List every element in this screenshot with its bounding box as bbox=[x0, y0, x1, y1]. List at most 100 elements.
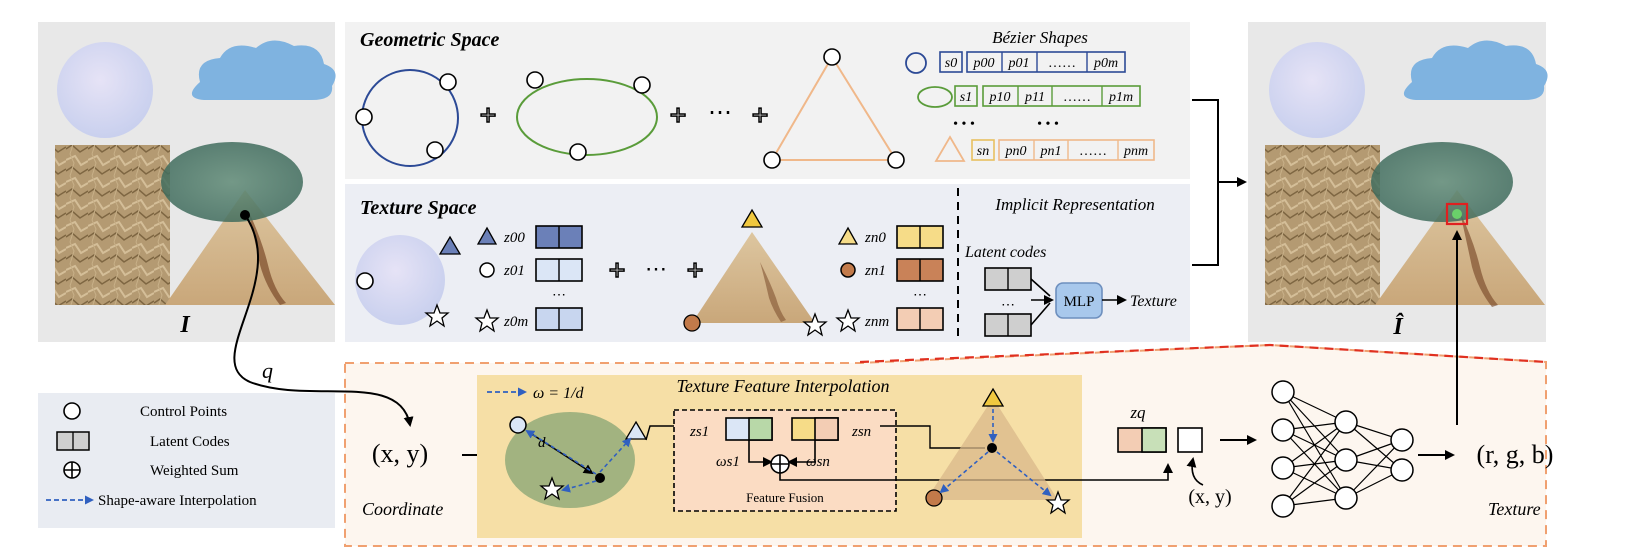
texture-space-title: Texture Space bbox=[360, 197, 477, 219]
param-cell: …… bbox=[1048, 56, 1076, 71]
green-ellipse-shape bbox=[505, 412, 635, 508]
param-cell: p1m bbox=[1108, 90, 1133, 105]
green-ellipse-shape bbox=[1371, 142, 1513, 222]
row-dots: • • • bbox=[953, 117, 975, 132]
interpolation-title: Texture Feature Interpolation bbox=[677, 376, 890, 396]
latent-code-label: z0m bbox=[503, 314, 528, 330]
param-cell: p00 bbox=[973, 56, 995, 71]
plus-sign: + bbox=[686, 254, 703, 287]
z-s1-label: zs1 bbox=[689, 424, 709, 440]
triangle-icon bbox=[934, 135, 966, 162]
legend: Control Points Latent Codes Weighted Sum… bbox=[38, 393, 335, 528]
control-point bbox=[526, 71, 544, 89]
bezier-row-n: sn pn0 pn1 …… pnm bbox=[934, 135, 1155, 162]
circle-marker-icon bbox=[479, 262, 495, 278]
lavender-circle-shape bbox=[57, 42, 153, 138]
geometric-space-title: Geometric Space bbox=[360, 29, 500, 51]
distance-label: d bbox=[538, 435, 546, 451]
mlp-network-icon bbox=[1271, 380, 1414, 518]
coordinate-box bbox=[1177, 427, 1203, 453]
triangle-marker-icon bbox=[740, 208, 764, 228]
output-image-label: Î bbox=[1392, 313, 1404, 340]
plus-sign: + bbox=[751, 99, 768, 132]
geometric-space-panel: Geometric Space + + ⋯ + Bézier Shapes s0 bbox=[345, 22, 1190, 179]
paper-texture-rect bbox=[55, 145, 170, 305]
triangle-marker-icon bbox=[476, 226, 498, 245]
omega-formula: ω = 1/d bbox=[533, 385, 585, 402]
triangle-marker-icon bbox=[438, 235, 462, 255]
wood-triangle-shape bbox=[1375, 190, 1545, 305]
shape-id: sn bbox=[977, 144, 989, 159]
omega-s1-label: ωs1 bbox=[716, 454, 740, 470]
query-highlight-box bbox=[1445, 202, 1469, 226]
implicit-representation-title: Implicit Representation bbox=[994, 195, 1154, 214]
cloud-shape bbox=[191, 40, 336, 100]
param-cell: p10 bbox=[989, 90, 1011, 105]
control-point-icon bbox=[63, 402, 81, 420]
pipeline: q (x, y) Coordinate ω = 1/d Texture Feat… bbox=[233, 214, 1553, 547]
circle-marker-icon bbox=[683, 314, 701, 332]
green-ellipse-outline bbox=[516, 78, 658, 156]
latent-code-label: zn1 bbox=[864, 263, 886, 279]
ellipsis: ⋯ bbox=[645, 256, 667, 281]
star-icon bbox=[835, 308, 861, 333]
legend-label: Weighted Sum bbox=[150, 463, 239, 479]
lavender-circle-shape bbox=[355, 235, 445, 325]
texture-space-panel: Texture Space z00 z01 ⋯ z0m + ⋯ + zn0 bbox=[345, 184, 1190, 342]
latent-codes-label: Latent codes bbox=[964, 244, 1046, 261]
triangle-marker-icon bbox=[837, 226, 859, 245]
control-point bbox=[356, 272, 374, 290]
query-curve-arrow bbox=[233, 214, 414, 427]
input-image-panel: I bbox=[38, 22, 336, 342]
ellipsis: ⋯ bbox=[913, 288, 927, 303]
latent-code-label: z01 bbox=[503, 263, 525, 279]
input-image-label: I bbox=[179, 312, 191, 338]
param-cell: pnm bbox=[1123, 144, 1148, 159]
legend-label: Shape-aware Interpolation bbox=[98, 493, 257, 509]
triangle-marker-icon bbox=[624, 420, 648, 440]
coordinate-value: (x, y) bbox=[1188, 486, 1231, 508]
cloud-shape bbox=[1403, 40, 1548, 100]
output-image-panel: Î bbox=[1248, 22, 1548, 342]
feature-fusion-label: Feature Fusion bbox=[746, 490, 824, 505]
plus-sign: + bbox=[479, 99, 496, 132]
legend-label: Control Points bbox=[140, 404, 227, 420]
lavender-circle-shape bbox=[1269, 42, 1365, 138]
plus-sign: + bbox=[608, 254, 625, 287]
star-icon bbox=[474, 308, 500, 333]
circle-marker-icon bbox=[840, 262, 856, 278]
merge-arrow bbox=[1192, 99, 1245, 266]
star-icon bbox=[802, 312, 828, 337]
row-dots: • • • bbox=[1037, 117, 1059, 132]
triangle-marker-icon bbox=[981, 387, 1005, 407]
param-cell: pn0 bbox=[1005, 144, 1027, 159]
orange-triangle-outline bbox=[770, 55, 898, 161]
bezier-shapes-title: Bézier Shapes bbox=[992, 28, 1088, 47]
zoom-cue bbox=[859, 343, 1547, 364]
star-icon bbox=[1045, 490, 1071, 515]
control-point bbox=[439, 73, 457, 91]
paper-texture-rect bbox=[1265, 145, 1380, 305]
plus-sign: + bbox=[669, 99, 686, 132]
control-point bbox=[763, 151, 781, 169]
coordinate-label: Coordinate bbox=[362, 499, 443, 519]
control-point bbox=[509, 416, 527, 434]
circle-marker-icon bbox=[925, 489, 943, 507]
green-ellipse-shape bbox=[161, 142, 303, 222]
zq-label: zq bbox=[1129, 403, 1146, 422]
param-cell: p0m bbox=[1093, 56, 1118, 71]
ellipsis: ⋯ bbox=[552, 288, 566, 303]
param-cell: p01 bbox=[1008, 56, 1030, 71]
control-point bbox=[823, 48, 841, 66]
wood-triangle-shape bbox=[165, 190, 335, 305]
star-icon bbox=[424, 303, 450, 328]
shape-id: s1 bbox=[960, 90, 972, 105]
texture-output-label: Texture bbox=[1130, 293, 1177, 310]
query-label: q bbox=[262, 358, 273, 383]
shape-id: s0 bbox=[945, 56, 957, 71]
bezier-row-1: s1 p10 p11 …… p1m bbox=[917, 85, 1141, 108]
bezier-row-0: s0 p00 p01 …… p0m bbox=[905, 51, 1126, 74]
wood-triangle-shape bbox=[692, 232, 815, 323]
control-point bbox=[569, 143, 587, 161]
